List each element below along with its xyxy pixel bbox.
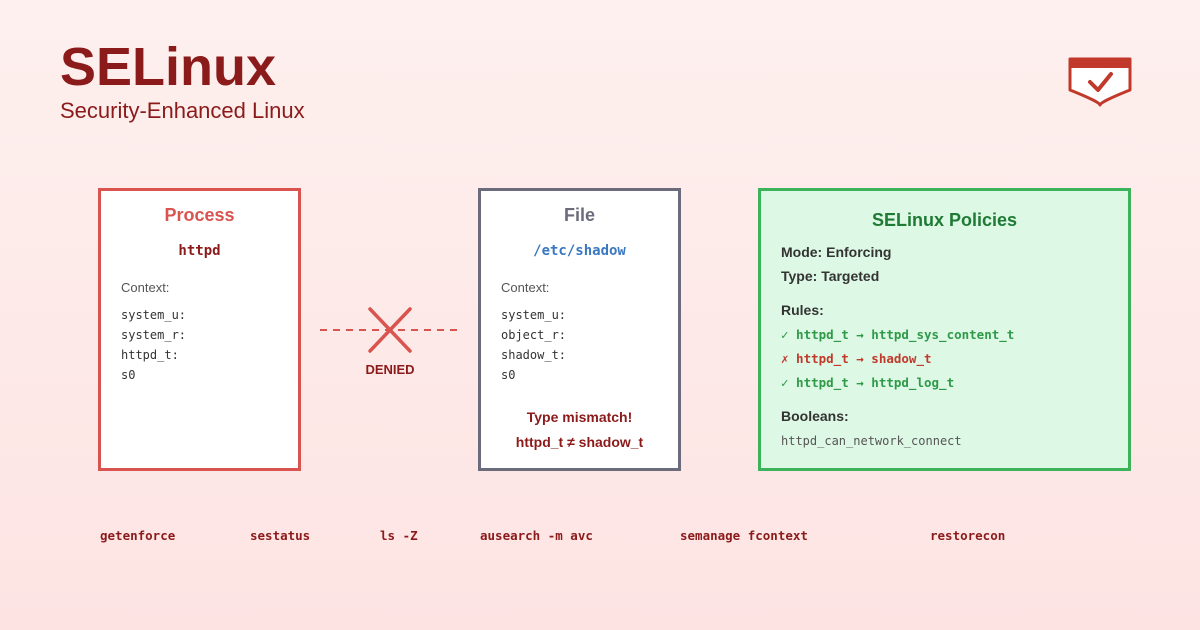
command-getenforce: getenforce xyxy=(100,528,176,543)
rule-allow-content: ✓ httpd_t → httpd_sys_content_t xyxy=(781,327,1015,342)
policy-mode: Mode: Enforcing xyxy=(781,244,892,260)
file-context-list: system_u: object_r: shadow_t: s0 xyxy=(501,305,566,385)
policy-title: SELinux Policies xyxy=(871,210,1018,230)
process-context-type: httpd_t: xyxy=(121,348,179,362)
process-context-list: system_u: system_r: httpd_t: s0 xyxy=(121,305,186,385)
page-title: SELinux xyxy=(60,37,277,97)
process-box: Process httpd Context: system_u: system_… xyxy=(98,188,301,471)
booleans-label: Booleans: xyxy=(781,408,849,424)
file-context-role: object_r: xyxy=(501,328,567,342)
file-context-type: shadow_t: xyxy=(501,348,567,362)
file-name: /etc/shadow xyxy=(533,243,626,259)
process-context-level: s0 xyxy=(121,368,136,382)
process-title: Process xyxy=(164,205,235,225)
shield-check-icon xyxy=(1068,57,1132,107)
command-sestatus: sestatus xyxy=(250,528,311,543)
process-context-label: Context: xyxy=(121,280,170,295)
process-context-user: system_u: xyxy=(121,308,187,322)
file-context-label: Context: xyxy=(501,280,550,295)
page-subtitle: Security-Enhanced Linux xyxy=(60,98,305,123)
rule-deny-shadow: ✗ httpd_t → shadow_t xyxy=(781,351,932,366)
rules-label: Rules: xyxy=(781,302,824,318)
boolean-value: httpd_can_network_connect xyxy=(781,434,962,448)
file-context-user: system_u: xyxy=(501,308,567,322)
rule-allow-log: ✓ httpd_t → httpd_log_t xyxy=(781,375,955,390)
denied-connector xyxy=(320,307,458,353)
file-title: File xyxy=(563,205,595,225)
command-restorecon: restorecon xyxy=(930,528,1006,543)
policy-box: SELinux Policies Mode: Enforcing Type: T… xyxy=(758,188,1131,471)
file-context-level: s0 xyxy=(501,368,516,382)
process-context-role: system_r: xyxy=(121,328,187,342)
mismatch-detail: httpd_t ≠ shadow_t xyxy=(515,434,644,450)
policy-type: Type: Targeted xyxy=(781,268,880,284)
command-ls-z: ls -Z xyxy=(380,528,418,543)
x-mark-icon xyxy=(368,307,412,353)
command-ausearch: ausearch -m avc xyxy=(480,528,593,543)
file-box: File /etc/shadow Context: system_u: obje… xyxy=(478,188,681,471)
command-semanage: semanage fcontext xyxy=(680,528,808,543)
mismatch-warning: Type mismatch! xyxy=(526,409,633,425)
denied-label: DENIED xyxy=(365,362,415,377)
process-name: httpd xyxy=(178,243,221,259)
